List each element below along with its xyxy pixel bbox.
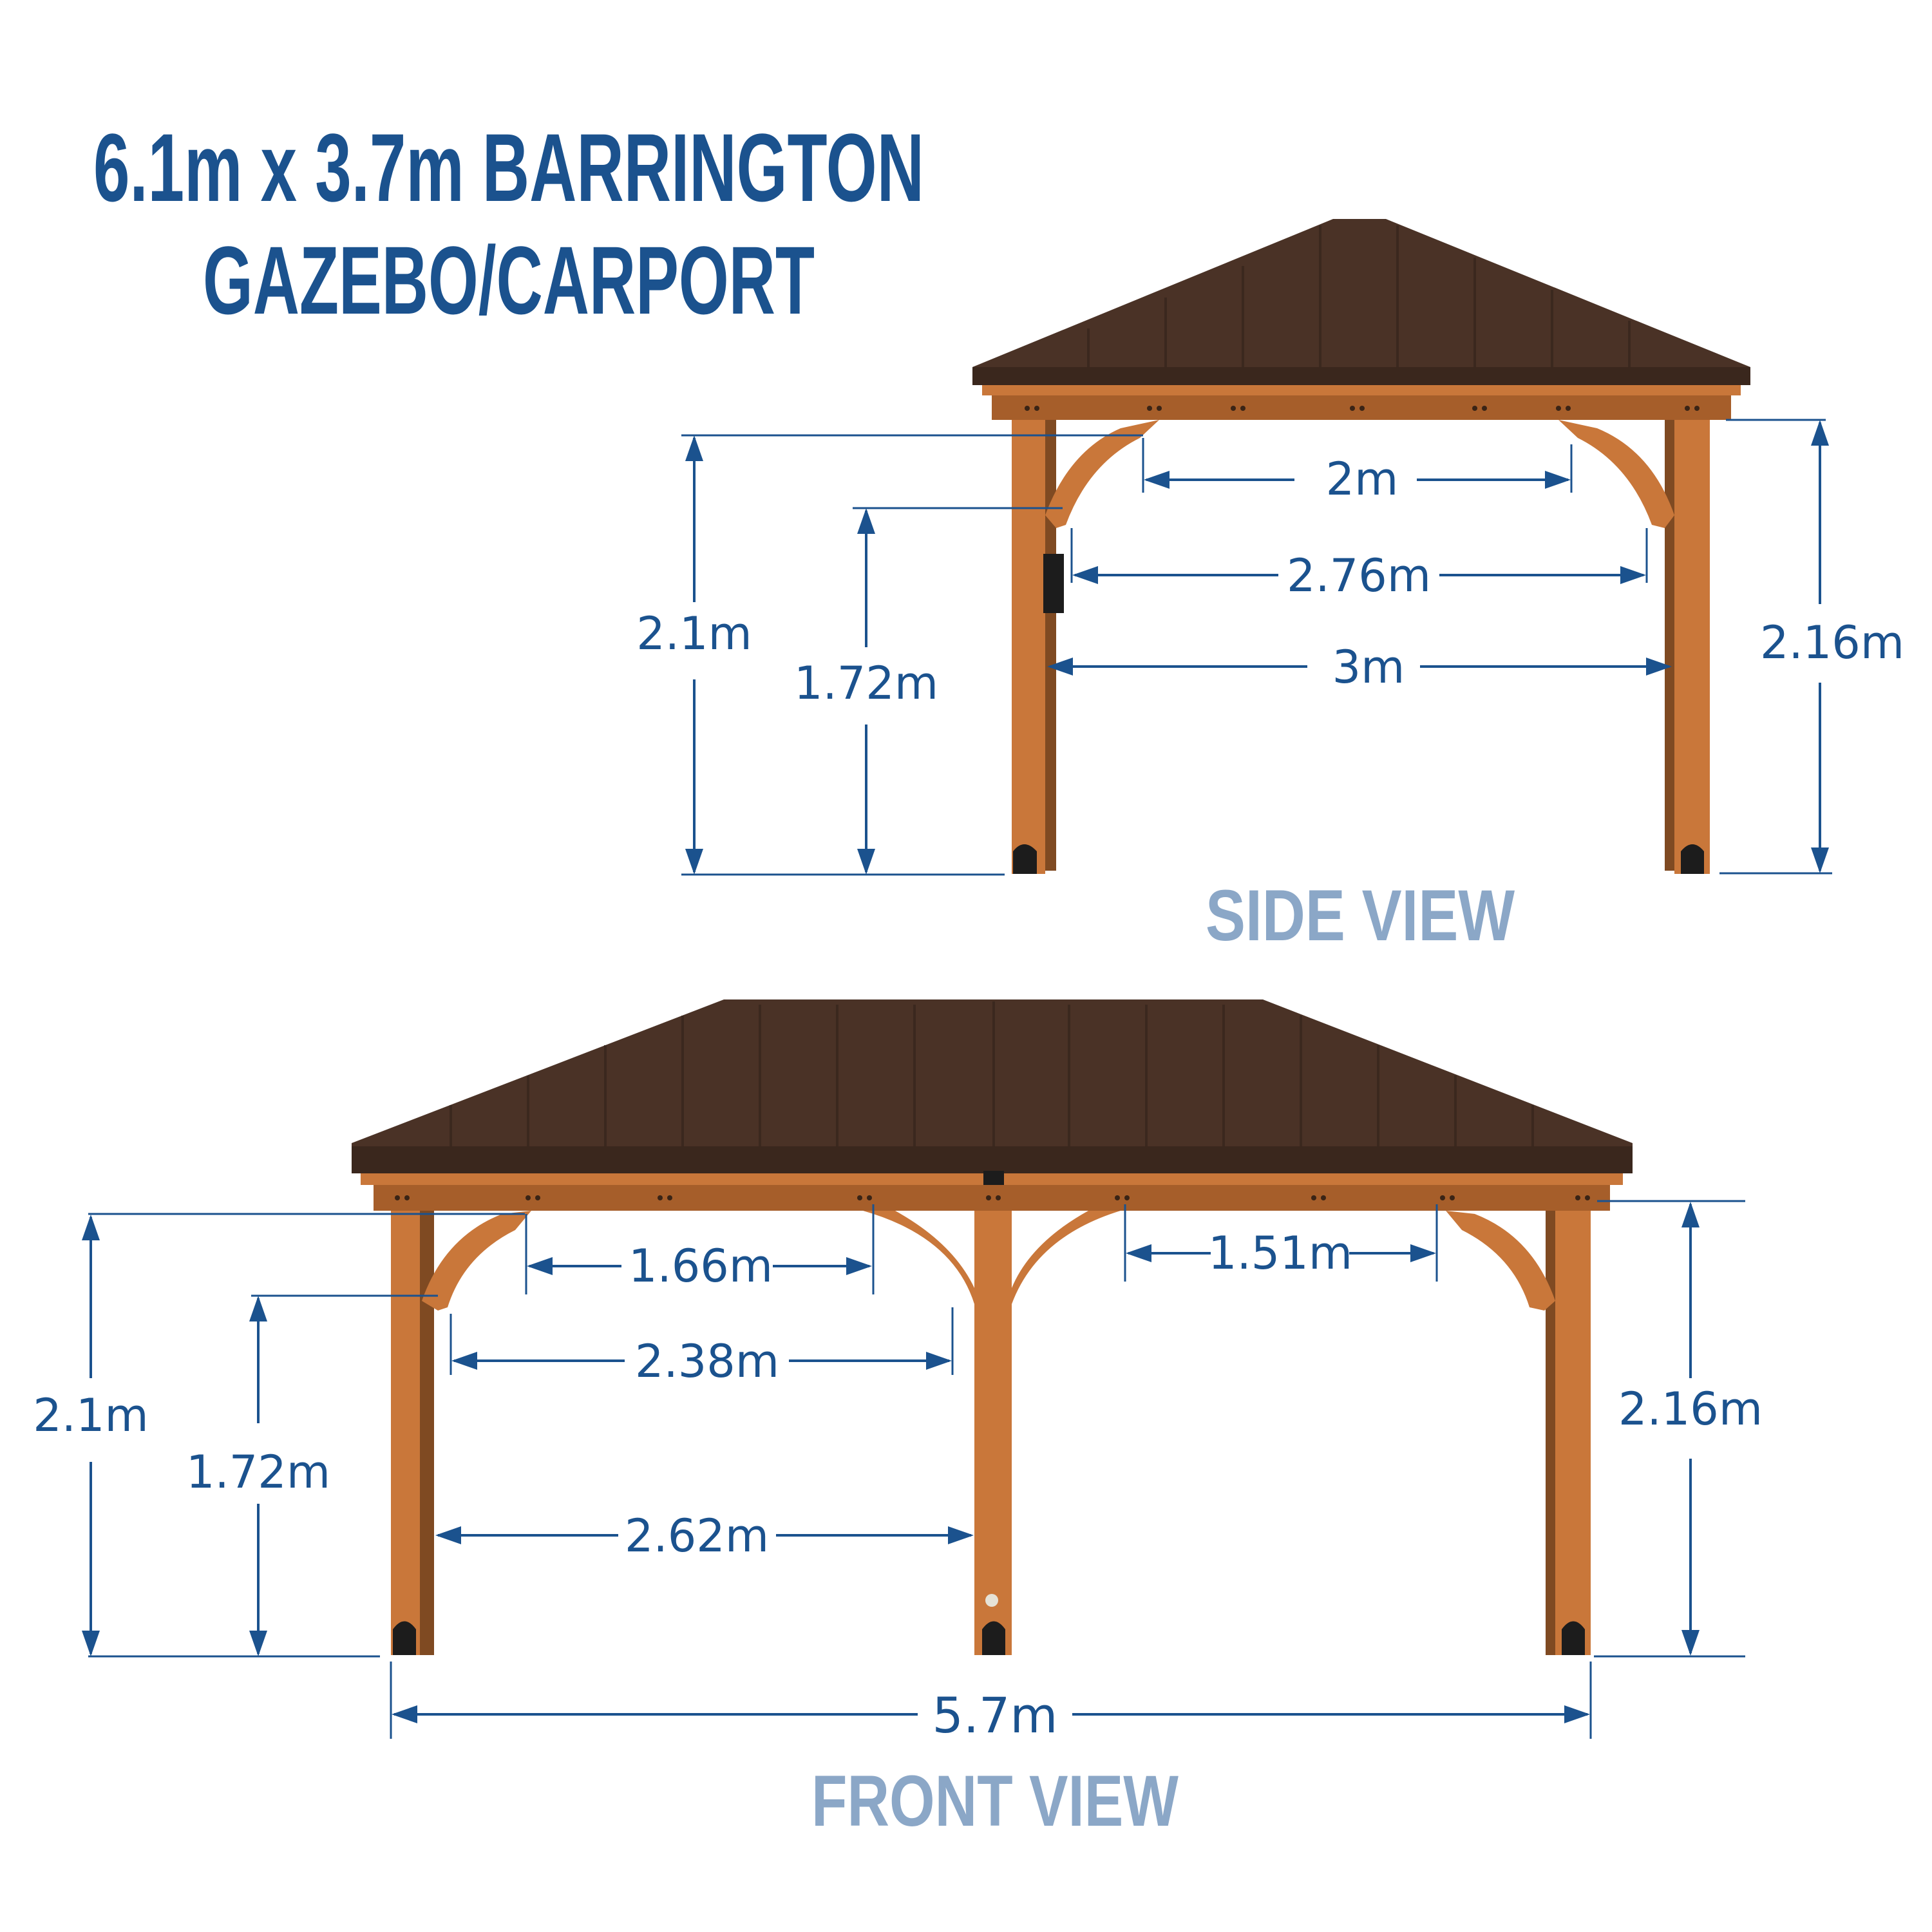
dim-label: 1.72m xyxy=(794,657,938,710)
dim-label: 3m xyxy=(1332,641,1405,694)
dim-label: 2.38m xyxy=(635,1335,779,1388)
dim-label: 2m xyxy=(1326,453,1399,506)
title-line-1: 6.1m x 3.7m BARRINGTON xyxy=(93,113,924,222)
front-dim-5-7m: 5.7m xyxy=(392,1687,1590,1744)
side-view-label: SIDE VIEW xyxy=(1206,875,1515,956)
front-right-post xyxy=(1446,1211,1591,1655)
front-dim-2-62m: 2.62m xyxy=(435,1510,974,1562)
dim-label: 2.16m xyxy=(1618,1383,1763,1435)
roof-ribs xyxy=(450,1005,1534,1146)
front-dim-1-51m: 1.51m xyxy=(1126,1227,1436,1280)
side-dim-2-1m: 2.1m xyxy=(636,435,752,875)
beam-bolts xyxy=(395,1195,1590,1200)
dim-label: 2.16m xyxy=(1760,616,1904,669)
front-dim-1-72m: 1.72m xyxy=(186,1296,330,1656)
side-right-post xyxy=(1558,420,1710,874)
dim-label: 2.1m xyxy=(636,607,752,660)
side-dim-2-16m: 2.16m xyxy=(1760,420,1904,873)
dim-label: 1.66m xyxy=(629,1240,773,1293)
side-dim-1-72m: 1.72m xyxy=(794,508,938,875)
title-line-2: GAZEBO/CARPORT xyxy=(203,226,815,334)
dim-label: 5.7m xyxy=(933,1687,1058,1744)
side-dim-3m: 3m xyxy=(1047,641,1672,694)
dim-label: 1.51m xyxy=(1208,1227,1352,1280)
front-view-label: FRONT VIEW xyxy=(811,1761,1179,1841)
front-dim-2-1m: 2.1m xyxy=(33,1215,149,1656)
side-view: 2m 2.76m 3m 2.1m 1.72m 2.16m SIDE xyxy=(636,219,1904,956)
side-roof xyxy=(972,219,1750,420)
side-dim-2-76m: 2.76m xyxy=(1072,549,1646,602)
front-left-post xyxy=(391,1211,531,1655)
front-view: 1.66m 1.51m 2.38m 2.62m 5.7m 2.1m xyxy=(33,999,1763,1841)
side-dim-2m: 2m xyxy=(1144,453,1571,506)
dim-label: 1.72m xyxy=(186,1446,330,1499)
front-center-post xyxy=(863,1211,1121,1655)
front-dim-2-38m: 2.38m xyxy=(451,1335,952,1388)
roof-ribs xyxy=(1087,225,1631,367)
front-roof xyxy=(352,999,1633,1211)
dim-label: 2.76m xyxy=(1287,549,1431,602)
title-block: 6.1m x 3.7m BARRINGTON GAZEBO/CARPORT xyxy=(93,113,924,334)
side-left-post xyxy=(1012,420,1159,874)
beam-bolts xyxy=(1025,406,1700,411)
dim-label: 2.1m xyxy=(33,1389,149,1442)
front-dim-2-16m: 2.16m xyxy=(1618,1202,1763,1656)
front-dim-1-66m: 1.66m xyxy=(527,1240,872,1293)
dim-label: 2.62m xyxy=(625,1510,769,1562)
